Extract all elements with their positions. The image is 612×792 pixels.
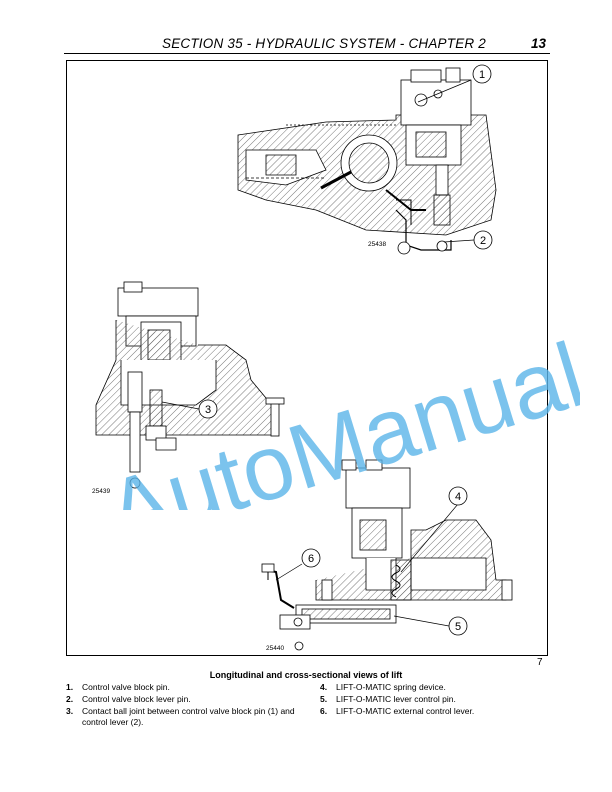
figure-number: 7 [537, 657, 543, 668]
legend-item: 6. LIFT-O-MATIC external control lever. [320, 706, 550, 717]
svg-text:3: 3 [205, 404, 211, 416]
header-rule [64, 53, 550, 54]
callout-5: 5 [393, 615, 468, 636]
page-header: SECTION 35 - HYDRAULIC SYSTEM - CHAPTER … [62, 36, 552, 54]
legend-item: 2. Control valve block lever pin. [66, 694, 316, 705]
svg-text:5: 5 [455, 621, 461, 633]
svg-text:4: 4 [455, 491, 461, 503]
top-view-drawing [237, 67, 497, 255]
legend-text: Control valve block lever pin. [82, 694, 191, 704]
svg-text:2: 2 [480, 235, 486, 247]
legend-item: 5. LIFT-O-MATIC lever control pin. [320, 694, 550, 705]
legend-text: Control valve block pin. [82, 682, 170, 692]
legend-text: LIFT-O-MATIC lever control pin. [336, 694, 456, 704]
legend-text: Contact ball joint between control valve… [82, 706, 295, 727]
legend-number: 2. [66, 694, 74, 704]
page-number: 13 [530, 36, 546, 51]
legend-number: 5. [320, 694, 328, 704]
figure-code-top: 25438 [368, 241, 386, 248]
figure-frame [66, 60, 548, 656]
legend-number: 1. [66, 682, 74, 692]
bottom-view-drawing [261, 459, 513, 651]
figure-caption: Longitudinal and cross-sectional views o… [209, 670, 403, 680]
middle-view-drawing [95, 281, 285, 489]
legend-item: 1. Control valve block pin. [66, 682, 316, 693]
svg-text:1: 1 [479, 69, 485, 81]
callout-3: 3 [161, 399, 218, 419]
legend-number: 3. [66, 706, 74, 716]
legend-left-column: 1. Control valve block pin. 2. Control v… [66, 682, 316, 729]
callout-4: 4 [400, 486, 468, 573]
callout-2: 2 [443, 230, 493, 250]
callout-6: 6 [275, 548, 321, 581]
section-title: SECTION 35 - HYDRAULIC SYSTEM - CHAPTER … [162, 36, 487, 51]
figure-code-bottom: 25440 [266, 645, 284, 652]
legend-number: 6. [320, 706, 328, 716]
svg-text:6: 6 [308, 553, 314, 565]
legend-text: LIFT-O-MATIC spring device. [336, 682, 446, 692]
lift-technical-drawing: 25438 25439 [92, 64, 513, 652]
legend-item: 3. Contact ball joint between control va… [66, 706, 316, 728]
legend-item: 4. LIFT-O-MATIC spring device. [320, 682, 550, 693]
legend-number: 4. [320, 682, 328, 692]
figure-code-middle: 25439 [92, 488, 110, 495]
callout-1: 1 [417, 64, 492, 103]
legend-right-column: 4. LIFT-O-MATIC spring device. 5. LIFT-O… [320, 682, 550, 718]
legend-text: LIFT-O-MATIC external control lever. [336, 706, 475, 716]
